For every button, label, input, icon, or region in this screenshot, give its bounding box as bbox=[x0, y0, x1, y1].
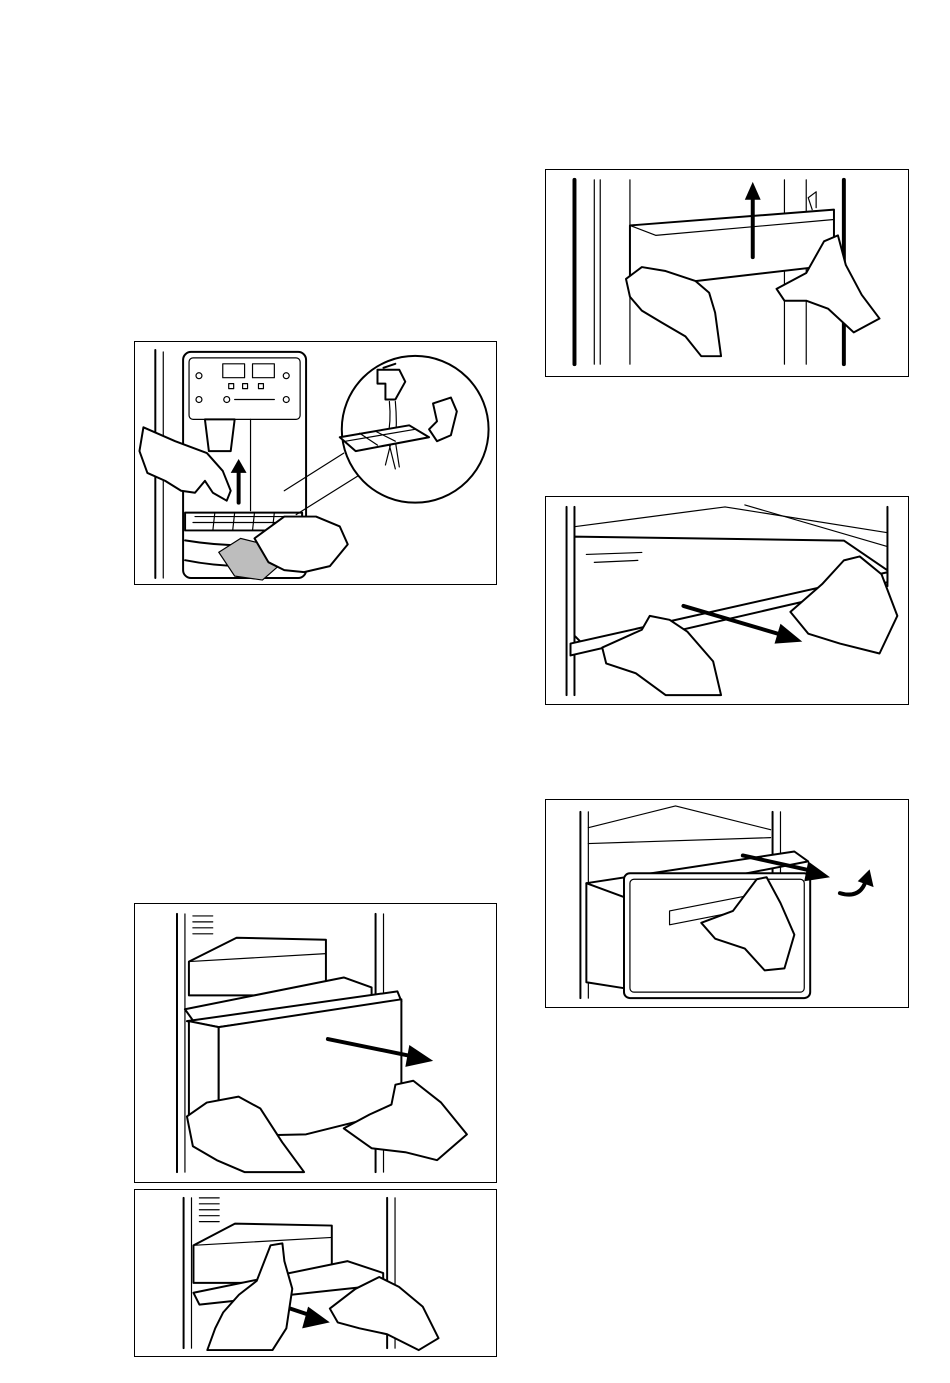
door-bin-illustration bbox=[546, 170, 908, 376]
small-tray-illustration bbox=[135, 1190, 496, 1356]
arrow-right-icon bbox=[284, 1307, 329, 1329]
vent-slots bbox=[193, 916, 213, 934]
crisper-drawer-illustration bbox=[135, 904, 496, 1182]
figure-crisper-drawer-removal bbox=[134, 903, 497, 1183]
figure-dispenser-tray-cleaning bbox=[134, 341, 497, 585]
figure-small-tray-removal bbox=[134, 1189, 497, 1357]
dispenser-illustration bbox=[135, 342, 496, 584]
vent-slots bbox=[199, 1198, 219, 1222]
figure-drawer-removal bbox=[545, 799, 909, 1008]
drawer-illustration bbox=[546, 800, 908, 1007]
glass-shelf-illustration bbox=[546, 497, 908, 704]
figure-glass-shelf-removal bbox=[545, 496, 909, 705]
curved-arrow-icon bbox=[840, 869, 874, 894]
figure-door-bin-removal bbox=[545, 169, 909, 377]
